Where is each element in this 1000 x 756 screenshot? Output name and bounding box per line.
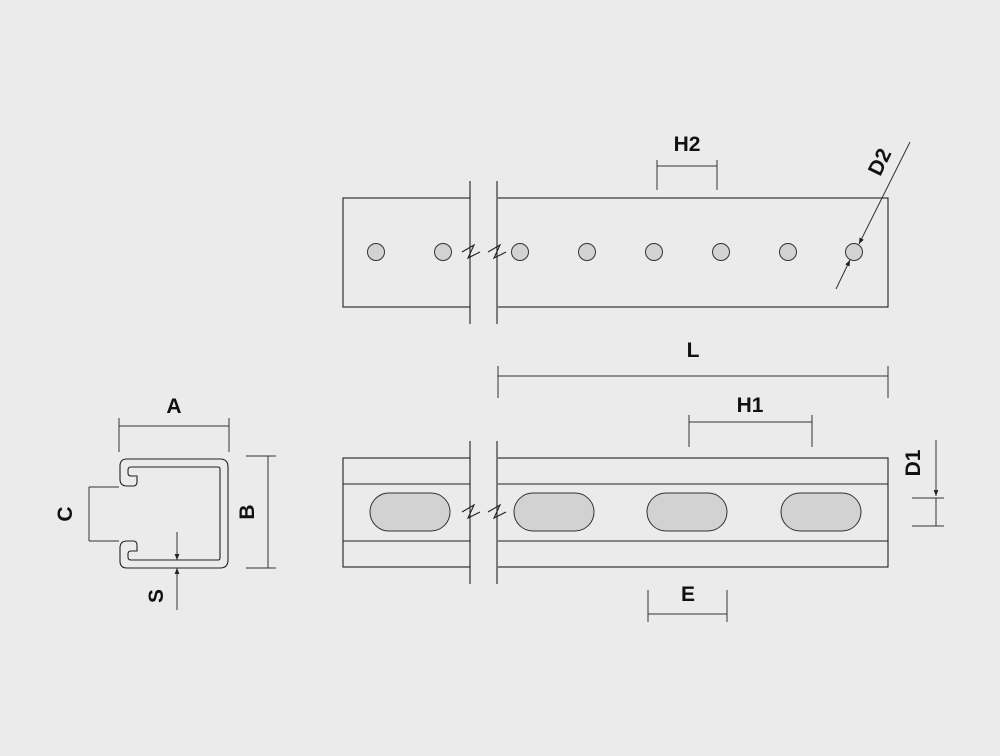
- dimension-l: L: [497, 339, 889, 398]
- channel-profile: [119, 458, 229, 569]
- label-h2: H2: [674, 133, 701, 156]
- round-hole: [511, 243, 529, 261]
- label-d1: D1: [902, 449, 925, 476]
- dimension-d1: D1: [902, 440, 944, 527]
- dimension-c: C: [54, 486, 119, 542]
- label-h1: H1: [737, 394, 764, 417]
- label-l: L: [687, 339, 700, 362]
- label-c: C: [54, 506, 77, 521]
- dimension-e: E: [647, 583, 728, 622]
- slot-hole: [369, 492, 451, 532]
- round-hole: [578, 243, 596, 261]
- dimension-s: S: [145, 532, 180, 610]
- label-d2: D2: [864, 145, 896, 179]
- dimension-a: A: [118, 395, 230, 452]
- dimension-h1: H1: [688, 394, 813, 447]
- slot-hole: [646, 492, 728, 532]
- dimension-b: B: [236, 455, 276, 569]
- round-hole: [712, 243, 730, 261]
- round-hole: [779, 243, 797, 261]
- round-hole: [434, 243, 452, 261]
- round-hole: [845, 243, 863, 261]
- round-hole: [645, 243, 663, 261]
- label-e: E: [681, 583, 695, 606]
- top-view-right-segment: [496, 197, 889, 308]
- slot-hole: [780, 492, 862, 532]
- break-zigzag-top: [461, 243, 481, 260]
- round-hole: [367, 243, 385, 261]
- cross-section: A B C S: [54, 395, 276, 610]
- label-s: S: [145, 589, 168, 603]
- slot-hole: [513, 492, 595, 532]
- top-view: H2 D2: [342, 133, 911, 324]
- dimension-h2: H2: [656, 133, 718, 190]
- side-view: L H1 D1 E: [342, 339, 944, 622]
- break-zigzag-side: [461, 503, 481, 520]
- label-b: B: [236, 504, 259, 519]
- label-a: A: [166, 395, 181, 418]
